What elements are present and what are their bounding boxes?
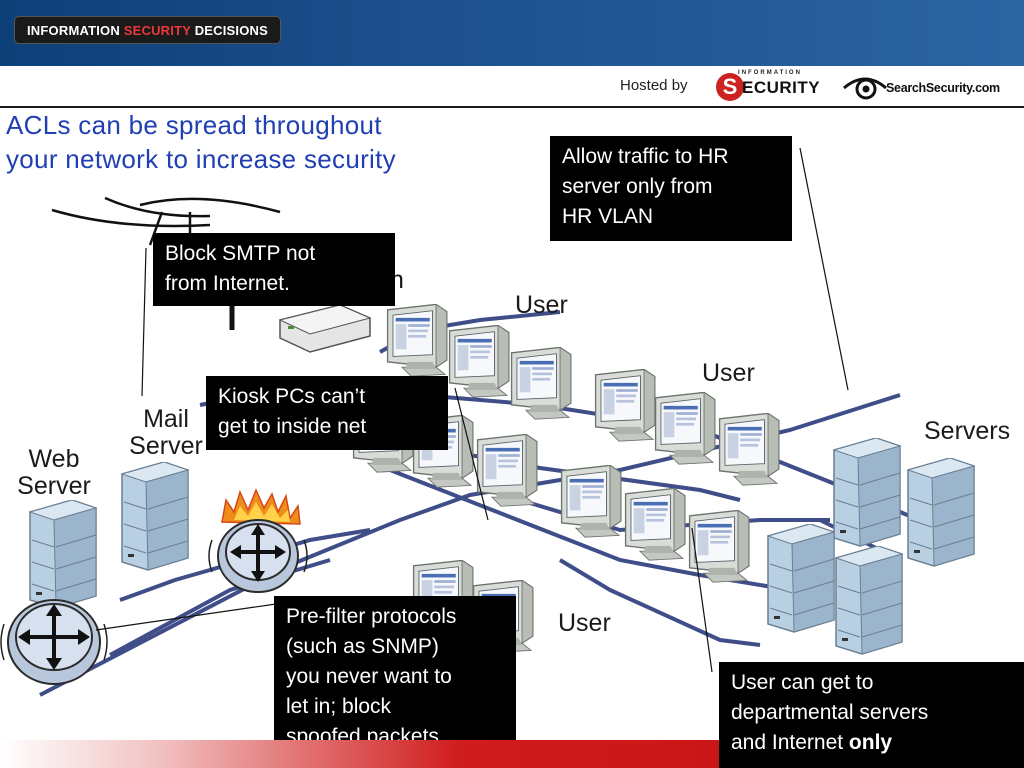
workstation-icon — [594, 369, 656, 442]
badge-text-decisions: DECISIONS — [194, 23, 269, 38]
workstation-icon — [448, 325, 510, 398]
label-web-server: Web Server — [8, 446, 100, 500]
eye-icon — [843, 77, 887, 100]
callout-line-emphasis: and Internet only — [731, 728, 1012, 758]
workstation-icon — [560, 465, 622, 538]
callout-line: User can get to — [731, 671, 874, 694]
callout-block-smtp: Block SMTP not from Internet. — [153, 233, 395, 306]
badge-text-information: INFORMATION — [27, 23, 120, 38]
callout-line: Pre-filter protocols — [286, 605, 457, 628]
server-icon — [835, 546, 903, 655]
workstation-icon — [510, 347, 572, 420]
badge-text-security: SECURITY — [123, 23, 191, 38]
title-line-1: ACLs can be spread throughout — [6, 110, 382, 140]
callout-user-access: User can get to departmental servers and… — [719, 662, 1024, 768]
antenna-icon — [51, 196, 281, 330]
infosec-logo-top-text: INFORMATION — [738, 70, 802, 76]
label-user-bottom: User — [558, 609, 611, 637]
server-icon — [121, 462, 189, 571]
callout-emphasis-only: only — [848, 731, 893, 754]
workstation-icon — [718, 413, 780, 486]
callout-line: Block SMTP not — [165, 242, 316, 265]
workstation-icon — [476, 434, 538, 507]
label-web-server-line-2: Server — [17, 472, 91, 500]
label-mail-server-line-1: Mail — [143, 405, 189, 433]
page-title: ACLs can be spread throughout your netwo… — [6, 108, 506, 176]
information-security-logo: INFORMATION S ECURITY — [714, 70, 826, 102]
label-mail-server-line-2: Server — [129, 432, 203, 460]
server-icon — [833, 438, 901, 547]
title-line-2: your network to increase security — [6, 144, 396, 174]
workstation-icon — [624, 488, 686, 561]
callout-hr-server: Allow traffic to HR server only from HR … — [550, 136, 792, 241]
router-icon — [0, 599, 108, 685]
callout-line: you never want to — [286, 665, 452, 688]
label-web-server-line-1: Web — [28, 445, 80, 473]
hub-icon — [278, 304, 372, 353]
label-user-mid: User — [702, 359, 755, 387]
infosec-logo-s-mark: S — [716, 73, 744, 101]
callout-line: from Internet. — [165, 272, 290, 295]
server-icon — [907, 458, 975, 567]
callout-line: let in; block — [286, 695, 392, 718]
conference-badge: INFORMATION SECURITY DECISIONS — [14, 16, 282, 44]
workstation-icon — [654, 392, 716, 465]
hosted-by-label: Hosted by — [620, 77, 688, 94]
header-banner: INFORMATION SECURITY DECISIONS — [0, 0, 1024, 66]
callout-line-prefix: and Internet — [731, 731, 849, 754]
callout-line: get to inside net — [218, 415, 367, 438]
infosec-logo-word: ECURITY — [742, 78, 821, 97]
label-servers: Servers — [924, 417, 1011, 445]
workstation-icon — [386, 304, 448, 377]
searchsecurity-logo-text: SearchSecurity.com — [886, 81, 1000, 95]
flame-icon — [221, 488, 301, 525]
callout-line: server only from — [562, 175, 713, 198]
label-mail-server: Mail Server — [120, 406, 212, 460]
server-icon — [767, 524, 835, 633]
callout-kiosk-pcs: Kiosk PCs can’t get to inside net — [206, 376, 448, 450]
firewall-router-icon — [208, 519, 308, 593]
sponsor-bar: Hosted by INFORMATION S ECURITY SearchSe… — [0, 66, 1024, 108]
callout-line: Kiosk PCs can’t — [218, 385, 366, 408]
callout-line: departmental servers — [731, 701, 929, 724]
callout-pointers — [95, 147, 849, 673]
callout-line: Allow traffic to HR — [562, 145, 729, 168]
callout-line: (such as SNMP) — [286, 635, 439, 658]
searchsecurity-logo: SearchSecurity.com — [842, 72, 1017, 102]
callout-prefilter-protocols: Pre-filter protocols (such as SNMP) you … — [274, 596, 516, 762]
server-icon — [29, 500, 97, 609]
label-user-top: User — [515, 291, 568, 319]
callout-line: HR VLAN — [562, 205, 654, 228]
